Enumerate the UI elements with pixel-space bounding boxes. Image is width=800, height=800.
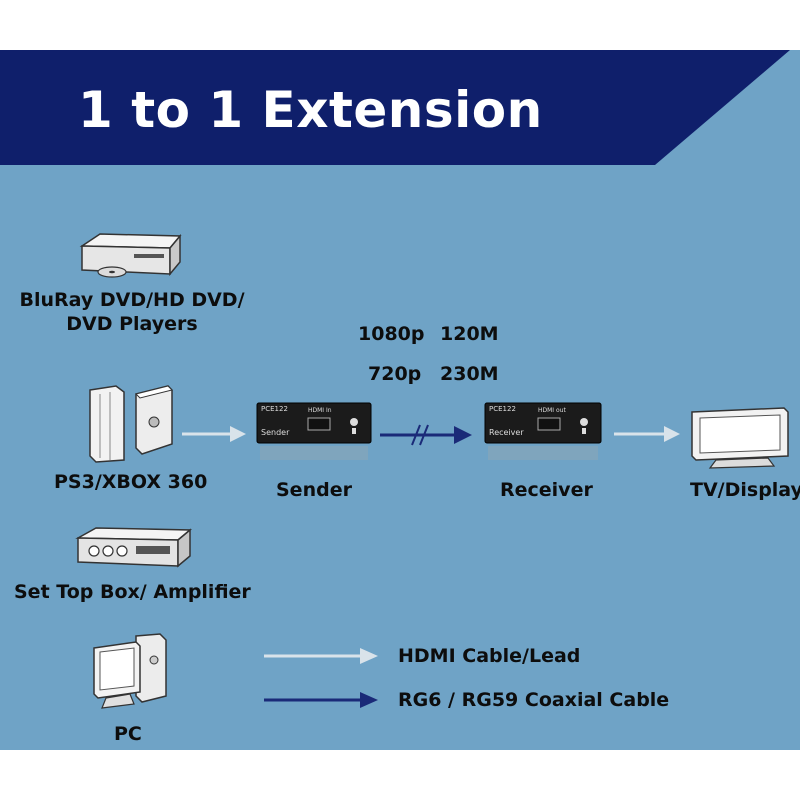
sender-label: Sender: [276, 479, 352, 501]
legend-hdmi-arrow: [264, 648, 378, 664]
legend-coax-arrow: [264, 692, 378, 708]
set-top-box-label: Set Top Box/ Amplifier: [14, 581, 251, 603]
sender-panel-text: Sender: [261, 428, 290, 437]
spec-resolution-720p: 720p: [368, 363, 422, 385]
receiver-unit-body: [484, 402, 602, 460]
bluray-player-icon: [79, 233, 182, 278]
receiver-model: PCE122: [489, 405, 516, 413]
page-title: 1 to 1 Extension: [78, 81, 543, 139]
hdmi-arrow-receiver-to-tv: [614, 426, 680, 442]
spec-distance-120m: 120M: [440, 323, 499, 345]
hdmi-arrow-source-to-sender: [182, 426, 246, 442]
sender-port-label: HDMI In: [308, 407, 332, 414]
tv-display-label: TV/Display: [690, 479, 800, 501]
bluray-label: BluRay DVD/HD DVD/ DVD Players: [14, 288, 250, 336]
sender-unit: PCE122 HDMI In Sender: [256, 402, 372, 462]
bluray-label-line2: DVD Players: [66, 313, 198, 335]
diagram-background: [0, 50, 800, 750]
receiver-port-label: HDMI out: [538, 407, 566, 414]
sender-unit-body: [256, 402, 372, 460]
game-console-icon: [89, 385, 173, 463]
pc-label: PC: [114, 723, 142, 745]
set-top-box-icon: [75, 527, 193, 568]
receiver-panel-text: Receiver: [489, 428, 524, 437]
coax-arrow-sender-to-receiver: [380, 424, 472, 446]
console-label: PS3/XBOX 360: [54, 471, 208, 493]
title-banner: [0, 50, 790, 165]
tv-display-icon: [691, 407, 789, 469]
legend-hdmi-label: HDMI Cable/Lead: [398, 645, 581, 667]
receiver-label: Receiver: [500, 479, 593, 501]
sender-model: PCE122: [261, 405, 288, 413]
bluray-label-line1: BluRay DVD/HD DVD/: [19, 289, 245, 311]
pc-icon: [93, 633, 167, 709]
legend-coax-label: RG6 / RG59 Coaxial Cable: [398, 689, 670, 711]
spec-resolution-1080p: 1080p: [358, 323, 425, 345]
spec-distance-230m: 230M: [440, 363, 499, 385]
receiver-unit: PCE122 HDMI out Receiver: [484, 402, 602, 462]
